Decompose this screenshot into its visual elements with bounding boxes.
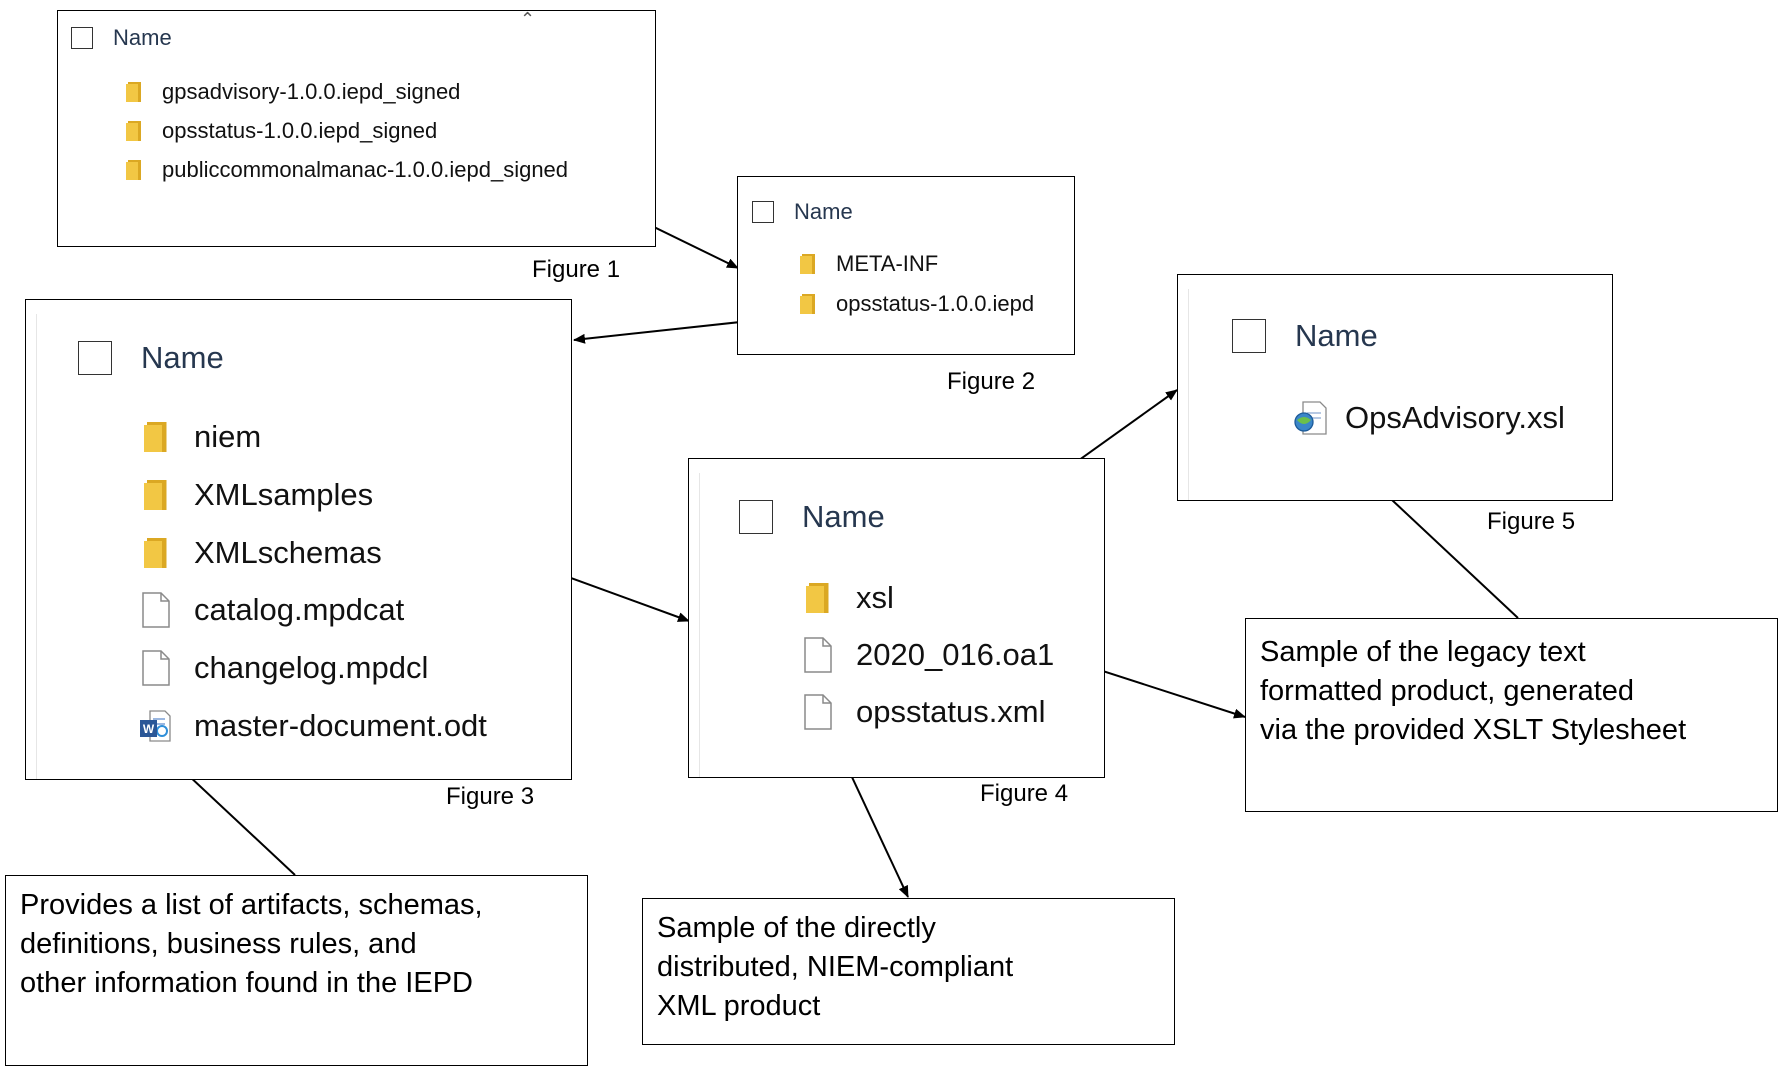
item-label: OpsAdvisory.xsl — [1345, 400, 1565, 435]
list-item[interactable]: 2020_016.oa1 — [804, 637, 1054, 673]
svg-text:W: W — [143, 722, 155, 736]
folder-icon — [126, 160, 141, 180]
file-icon — [804, 694, 832, 730]
select-all-checkbox[interactable] — [78, 341, 112, 375]
word-document-icon: W — [140, 710, 171, 742]
figure-1-caption: Figure 1 — [532, 256, 621, 283]
figure-2-caption: Figure 2 — [947, 368, 1036, 395]
column-header-label: Name — [1295, 318, 1378, 353]
item-label: 2020_016.oa1 — [856, 637, 1055, 672]
note-line: formatted product, generated — [1260, 675, 1635, 707]
figure-1-panel: ⌃ Name gpsadvisory-1.0.0.iepd_signed ops… — [57, 9, 656, 247]
master-document-description: Provides a list of artifacts, schemas, d… — [5, 875, 588, 1066]
xsl-stylesheet-icon — [1294, 401, 1327, 435]
item-label: publiccommonalmanac-1.0.0.iepd_signed — [162, 157, 569, 182]
file-icon — [142, 592, 170, 628]
folder-icon — [126, 82, 141, 102]
item-label: changelog.mpdcl — [194, 650, 429, 685]
list-item[interactable]: opsstatus.xml — [804, 694, 1046, 730]
folder-icon — [800, 254, 815, 274]
figure-3-caption: Figure 3 — [446, 783, 535, 810]
note-line: Sample of the legacy text — [1260, 636, 1586, 668]
figure-2-panel: Name META-INF opsstatus-1.0.0.iepd — [737, 176, 1075, 355]
note-line: other information found in the IEPD — [20, 967, 473, 999]
column-header-label: Name — [141, 340, 224, 375]
column-header-label: Name — [113, 25, 172, 50]
folder-icon — [800, 294, 815, 314]
item-label: META-INF — [836, 251, 939, 276]
item-label: XMLsamples — [194, 477, 374, 512]
file-icon — [804, 637, 832, 673]
item-label: XMLschemas — [194, 535, 382, 570]
list-item[interactable]: META-INF — [800, 251, 938, 277]
folder-icon — [144, 538, 167, 568]
list-item[interactable]: xsl — [806, 580, 894, 616]
column-header-name[interactable]: Name — [752, 199, 853, 225]
item-label: opsstatus.xml — [856, 694, 1046, 729]
figure-4-panel: Name xsl 2020_016.oa1 opsstatus.xml — [688, 458, 1105, 778]
select-all-checkbox[interactable] — [1232, 319, 1266, 353]
legacy-product-description: Sample of the legacy text formatted prod… — [1245, 618, 1778, 812]
select-all-checkbox[interactable] — [739, 500, 773, 534]
xml-product-description: Sample of the directly distributed, NIEM… — [642, 898, 1175, 1045]
column-header-name[interactable]: Name — [739, 499, 885, 535]
list-item[interactable]: opsstatus-1.0.0.iepd — [800, 291, 1034, 317]
list-item[interactable]: niem — [144, 419, 261, 455]
list-item[interactable]: OpsAdvisory.xsl — [1293, 400, 1565, 436]
item-label: niem — [194, 419, 262, 454]
note-line: via the provided XSLT Stylesheet — [1260, 714, 1687, 746]
list-item[interactable]: changelog.mpdcl — [142, 650, 428, 686]
list-item[interactable]: XMLschemas — [144, 535, 382, 571]
folder-icon — [144, 480, 167, 510]
figure-3-panel: Name niem XMLsamples XMLschemas catalog.… — [25, 299, 572, 780]
item-label: catalog.mpdcat — [194, 592, 405, 627]
list-item[interactable]: gpsadvisory-1.0.0.iepd_signed — [126, 79, 460, 105]
figure-5-caption: Figure 5 — [1487, 508, 1576, 535]
item-label: master-document.odt — [194, 708, 487, 743]
column-header-label: Name — [802, 499, 885, 534]
item-label: opsstatus-1.0.0.iepd — [836, 291, 1035, 316]
note-line: definitions, business rules, and — [20, 928, 417, 960]
folder-icon — [144, 422, 167, 452]
list-item[interactable]: W master-document.odt — [138, 708, 487, 744]
file-icon — [142, 650, 170, 686]
item-label: opsstatus-1.0.0.iepd_signed — [162, 118, 438, 143]
item-label: gpsadvisory-1.0.0.iepd_signed — [162, 79, 461, 104]
figure-5-panel: Name OpsAdvisory.xsl — [1177, 274, 1613, 501]
select-all-checkbox[interactable] — [71, 27, 93, 49]
note-line: distributed, NIEM-compliant — [657, 951, 1014, 983]
note-line: Sample of the directly — [657, 912, 936, 944]
folder-icon — [806, 583, 829, 613]
column-header-label: Name — [794, 199, 853, 224]
list-item[interactable]: opsstatus-1.0.0.iepd_signed — [126, 118, 437, 144]
pane-edge — [1188, 289, 1189, 500]
column-header-name[interactable]: Name — [1232, 318, 1378, 354]
pane-edge — [36, 314, 37, 779]
note-line: Provides a list of artifacts, schemas, — [20, 889, 483, 921]
select-all-checkbox[interactable] — [752, 201, 774, 223]
note-line: XML product — [657, 990, 821, 1022]
item-label: xsl — [856, 580, 894, 615]
folder-icon — [126, 121, 141, 141]
list-item[interactable]: XMLsamples — [144, 477, 373, 513]
pane-edge — [699, 473, 700, 777]
column-header-name[interactable]: Name — [71, 25, 172, 51]
list-item[interactable]: publiccommonalmanac-1.0.0.iepd_signed — [126, 157, 568, 183]
column-header-name[interactable]: Name — [78, 340, 224, 376]
figure-4-caption: Figure 4 — [980, 780, 1069, 807]
list-item[interactable]: catalog.mpdcat — [142, 592, 404, 628]
sort-ascending-icon[interactable]: ⌃ — [520, 9, 536, 29]
